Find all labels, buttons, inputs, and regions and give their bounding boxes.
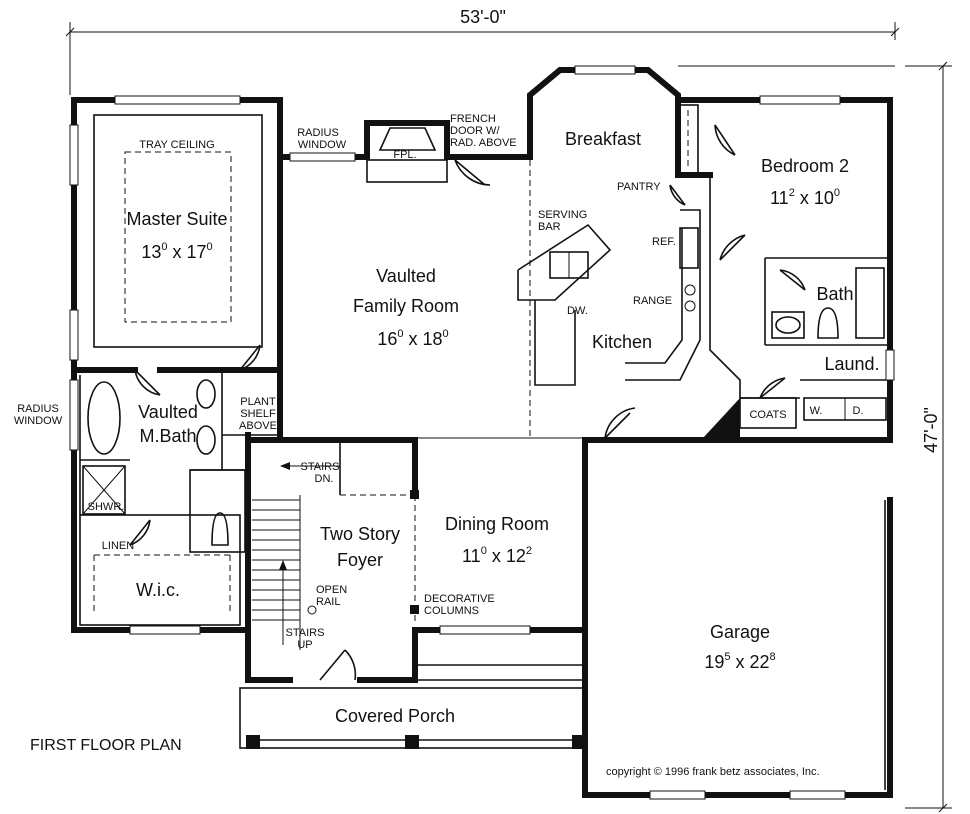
wic-name: W.i.c. (136, 580, 180, 600)
laundry-name: Laund. (824, 354, 879, 374)
garage-name: Garage (710, 622, 770, 642)
bath-name: Bath (816, 284, 853, 304)
plant-shelf-2: SHELF (240, 408, 276, 420)
french-door-2: DOOR W/ (450, 125, 500, 137)
coats-label: COATS (749, 409, 786, 421)
open-rail-1: OPEN (316, 584, 347, 596)
dining-name: Dining Room (445, 514, 549, 534)
width-label: 53'-0" (460, 7, 506, 27)
shwr-label: SHWR. (88, 501, 125, 513)
master-bath-name-2: M.Bath (139, 426, 196, 446)
dw-label: DW. (567, 305, 588, 317)
stairs-up-2: UP (297, 639, 312, 651)
plan-title: FIRST FLOOR PLAN (30, 737, 182, 754)
partitions (79, 104, 890, 790)
stair-treads (252, 462, 340, 650)
porch-column-2 (405, 735, 419, 749)
radius-window-left-2: WINDOW (14, 415, 63, 427)
decorative-columns-2: COLUMNS (424, 605, 479, 617)
french-door-1: FRENCH (450, 113, 496, 125)
foyer-name-2: Foyer (337, 550, 383, 570)
depth-label: 47'-0" (921, 407, 941, 453)
decorative-columns-1: DECORATIVE (424, 593, 495, 605)
plant-shelf-1: PLANT (240, 396, 276, 408)
column-post-1 (410, 490, 419, 499)
master-bath-name-1: Vaulted (138, 402, 198, 422)
bedroom2-name: Bedroom 2 (761, 156, 849, 176)
column-post-2 (410, 605, 419, 614)
porch-name: Covered Porch (335, 706, 455, 726)
linen-label: LINEN (102, 540, 134, 552)
dryer-label: D. (853, 405, 864, 417)
radius-window-left-1: RADIUS (17, 403, 59, 415)
windows (69, 65, 895, 800)
porch-column-1 (246, 735, 260, 749)
fireplace-firebox (378, 127, 437, 151)
stairs-up-1: STAIRS (286, 627, 325, 639)
width-dimension: 53'-0" (65, 7, 900, 95)
washer-label: W. (810, 405, 823, 417)
family-room-name-2: Family Room (353, 296, 459, 316)
dining-size: 110 x 122 (462, 545, 532, 566)
master-suite-name: Master Suite (126, 209, 227, 229)
kitchen-name: Kitchen (592, 332, 652, 352)
column-solid (703, 398, 740, 438)
radius-window-top-1: RADIUS (297, 127, 339, 139)
ref-label: REF. (652, 236, 676, 248)
serving-bar-1: SERVING (538, 209, 587, 221)
fireplace-label: FPL. (393, 149, 416, 161)
plant-shelf-3: ABOVE (239, 420, 277, 432)
breakfast-name: Breakfast (565, 129, 641, 149)
room-labels: Master Suite 130 x 170 TRAY CEILING Vaul… (126, 129, 879, 726)
pantry-label: PANTRY (617, 181, 661, 193)
depth-dimension: 47'-0" (905, 61, 952, 813)
serving-bar-2: BAR (538, 221, 561, 233)
master-suite-size: 130 x 170 (141, 241, 212, 262)
family-room-name-1: Vaulted (376, 266, 436, 286)
foyer-name-1: Two Story (320, 524, 400, 544)
stairs-dn-1: STAIRS (301, 461, 340, 473)
bedroom2-size: 112 x 100 (770, 187, 840, 208)
copyright-text: copyright © 1996 frank betz associates, … (606, 766, 820, 778)
range-label: RANGE (633, 295, 672, 307)
family-room-size: 160 x 180 (377, 328, 448, 349)
tray-ceiling-note: TRAY CEILING (139, 139, 214, 151)
garage-size: 195 x 228 (704, 651, 775, 672)
doors (129, 124, 806, 681)
porch-column-3 (572, 735, 586, 749)
fireplace-hearth (366, 159, 448, 183)
radius-window-top-2: WINDOW (298, 139, 347, 151)
open-rail-2: RAIL (316, 596, 340, 608)
stairs-dn-2: DN. (315, 473, 334, 485)
notes: RADIUS WINDOW FPL. FRENCH DOOR W/ RAD. A… (14, 113, 864, 651)
french-door-3: RAD. ABOVE (450, 137, 517, 149)
